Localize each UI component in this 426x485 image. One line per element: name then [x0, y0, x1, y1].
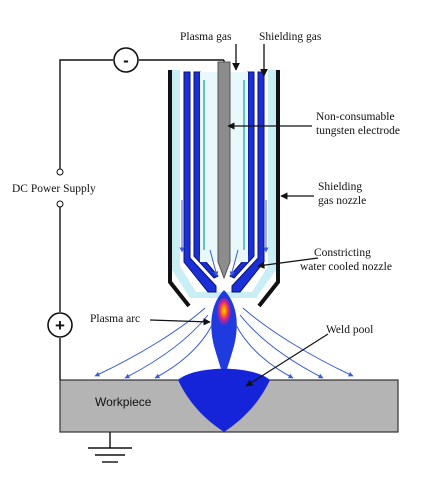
- constricting-leader: [257, 257, 319, 269]
- weld-pool-leader: [245, 333, 329, 387]
- shielding-gas-label: Shielding gas: [259, 31, 322, 43]
- positive-terminal: +: [47, 312, 73, 338]
- shielding-gas-channel: [172, 70, 276, 298]
- constricting-label-line2: water cooled nozzle: [300, 261, 392, 273]
- ground-symbol: [88, 432, 132, 463]
- electrode-label-line1: Non-consumable: [316, 111, 395, 123]
- wire-terminal-bottom: [56, 200, 64, 208]
- external-gas-arrows: [94, 307, 354, 379]
- negative-terminal: -: [113, 47, 139, 73]
- workpiece-label: Workpiece: [95, 395, 152, 409]
- wire-terminal-top: [56, 168, 64, 176]
- plasma-arc-label: Plasma arc: [90, 313, 140, 325]
- nozzle-label-line1: Shielding: [318, 181, 362, 193]
- constricting-label-line1: Constricting: [314, 247, 371, 259]
- nozzle-label-line2: gas nozzle: [318, 195, 366, 207]
- tungsten-electrode: [217, 61, 231, 280]
- power-supply-label: DC Power Supply: [12, 183, 96, 195]
- arc-core: [217, 298, 231, 326]
- weld-pool-label: Weld pool: [326, 324, 373, 336]
- electrode-label-line2: tungsten electrode: [316, 125, 400, 137]
- plasma-arc-leader: [149, 318, 211, 326]
- plasma-gas-label: Plasma gas: [180, 31, 232, 43]
- svg-text:+: +: [55, 316, 65, 335]
- shielding-gas-nozzle: [168, 70, 280, 308]
- svg-text:-: -: [123, 51, 129, 70]
- internal-gas-arrows: [179, 200, 269, 277]
